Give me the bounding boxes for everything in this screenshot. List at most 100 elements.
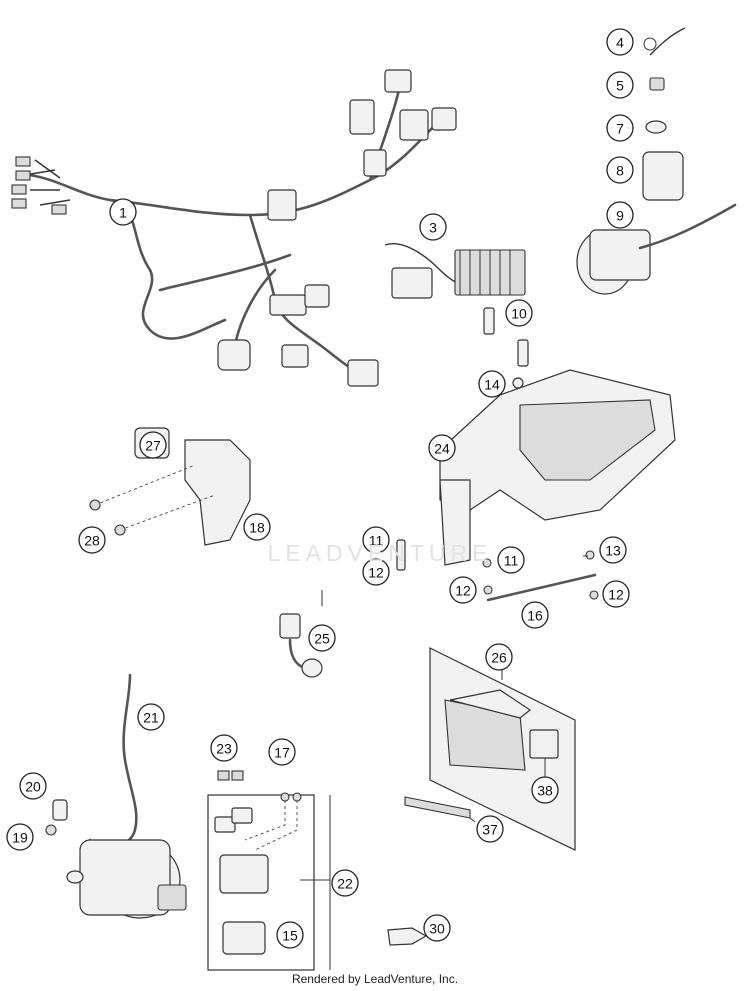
callout-4: 4	[606, 28, 634, 56]
callout-circle	[423, 914, 451, 942]
callout-circle	[276, 921, 304, 949]
callout-number: 21	[143, 710, 159, 726]
callout-15: 15	[276, 921, 304, 949]
callout-number: 24	[434, 441, 450, 457]
callout-circle	[362, 558, 390, 586]
callout-circle	[362, 526, 390, 554]
spark-plug-cap	[279, 613, 323, 678]
callout-11: 11	[497, 546, 525, 574]
callout-1: 1	[109, 198, 137, 226]
callout-28: 28	[78, 526, 106, 554]
callout-circle	[109, 198, 137, 226]
callout-number: 30	[429, 921, 445, 937]
callout-17: 17	[268, 738, 296, 766]
credit-text: Rendered by LeadVenture, Inc.	[291, 972, 459, 986]
callout-circle	[485, 643, 513, 671]
callout-number: 15	[282, 928, 298, 944]
callout-number: 11	[369, 533, 384, 549]
callout-circle	[602, 580, 630, 608]
callout-circle	[531, 776, 559, 804]
callout-number: 14	[484, 377, 500, 393]
watermark: LEADVENTURE	[267, 540, 493, 566]
callout-circle	[599, 536, 627, 564]
callout-number: 23	[216, 741, 232, 757]
callout-circle	[243, 513, 271, 541]
callout-number: 12	[608, 587, 624, 603]
clip	[649, 77, 665, 91]
bolts-and-rod	[396, 539, 599, 602]
callout-number: 11	[504, 553, 519, 569]
callout-circle	[505, 299, 533, 327]
bracket	[89, 427, 251, 546]
callout-number: 8	[616, 163, 624, 179]
callout-number: 7	[616, 121, 624, 137]
voltage-regulator	[384, 243, 526, 299]
callout-circle	[6, 823, 34, 851]
callout-11: 11	[362, 526, 390, 554]
callout-number: 25	[314, 631, 330, 647]
callout-12: 12	[602, 580, 630, 608]
callout-38: 38	[531, 776, 559, 804]
callout-37: 37	[476, 815, 504, 843]
callout-30: 30	[423, 914, 451, 942]
callout-number: 4	[616, 35, 624, 51]
electronics-box	[439, 369, 676, 566]
callout-number: 13	[605, 543, 621, 559]
cable-connector	[387, 927, 428, 946]
starter-relay-kit	[207, 770, 315, 971]
callout-circle	[19, 772, 47, 800]
callout-10: 10	[505, 299, 533, 327]
callout-circle	[521, 601, 549, 629]
callout-27: 27	[139, 431, 167, 459]
starter-motor	[45, 673, 187, 919]
callout-circle	[606, 201, 634, 229]
callout-7: 7	[606, 114, 634, 142]
callout-circle	[497, 546, 525, 574]
callout-number: 3	[429, 220, 437, 236]
callout-number: 27	[145, 438, 161, 454]
callout-25: 25	[308, 624, 336, 652]
callout-number: 38	[537, 783, 553, 799]
callout-23: 23	[210, 734, 238, 762]
callout-circle	[210, 734, 238, 762]
callout-circle	[308, 624, 336, 652]
callout-number: 37	[482, 822, 498, 838]
callout-number: 16	[527, 608, 543, 624]
callout-12: 12	[449, 576, 477, 604]
callout-number: 28	[84, 533, 100, 549]
callout-circle	[428, 434, 456, 462]
callout-14: 14	[478, 370, 506, 398]
callout-20: 20	[19, 772, 47, 800]
callout-number: 12	[455, 583, 471, 599]
callout-19: 19	[6, 823, 34, 851]
callout-3: 3	[419, 213, 447, 241]
cable-tie	[643, 27, 686, 56]
leader-lines	[300, 555, 588, 970]
callout-circle	[606, 71, 634, 99]
callout-12: 12	[362, 558, 390, 586]
callout-circle	[419, 213, 447, 241]
callout-number: 17	[274, 745, 290, 761]
relay-cover	[642, 151, 684, 201]
callout-22: 22	[331, 869, 359, 897]
callout-number: 20	[25, 779, 41, 795]
callout-circle	[268, 738, 296, 766]
callout-9: 9	[606, 201, 634, 229]
callout-number: 22	[337, 876, 353, 892]
callout-number: 19	[12, 830, 28, 846]
callout-number: 5	[616, 78, 624, 94]
callout-24: 24	[428, 434, 456, 462]
callout-circle	[139, 431, 167, 459]
callout-circle	[606, 28, 634, 56]
callout-circle	[606, 156, 634, 184]
callout-number: 1	[119, 205, 127, 221]
callout-26: 26	[485, 643, 513, 671]
callout-18: 18	[243, 513, 271, 541]
fuse-holders	[483, 307, 529, 367]
callout-circle	[78, 526, 106, 554]
wiring-harness	[11, 69, 457, 387]
horn	[576, 203, 737, 295]
callout-13: 13	[599, 536, 627, 564]
